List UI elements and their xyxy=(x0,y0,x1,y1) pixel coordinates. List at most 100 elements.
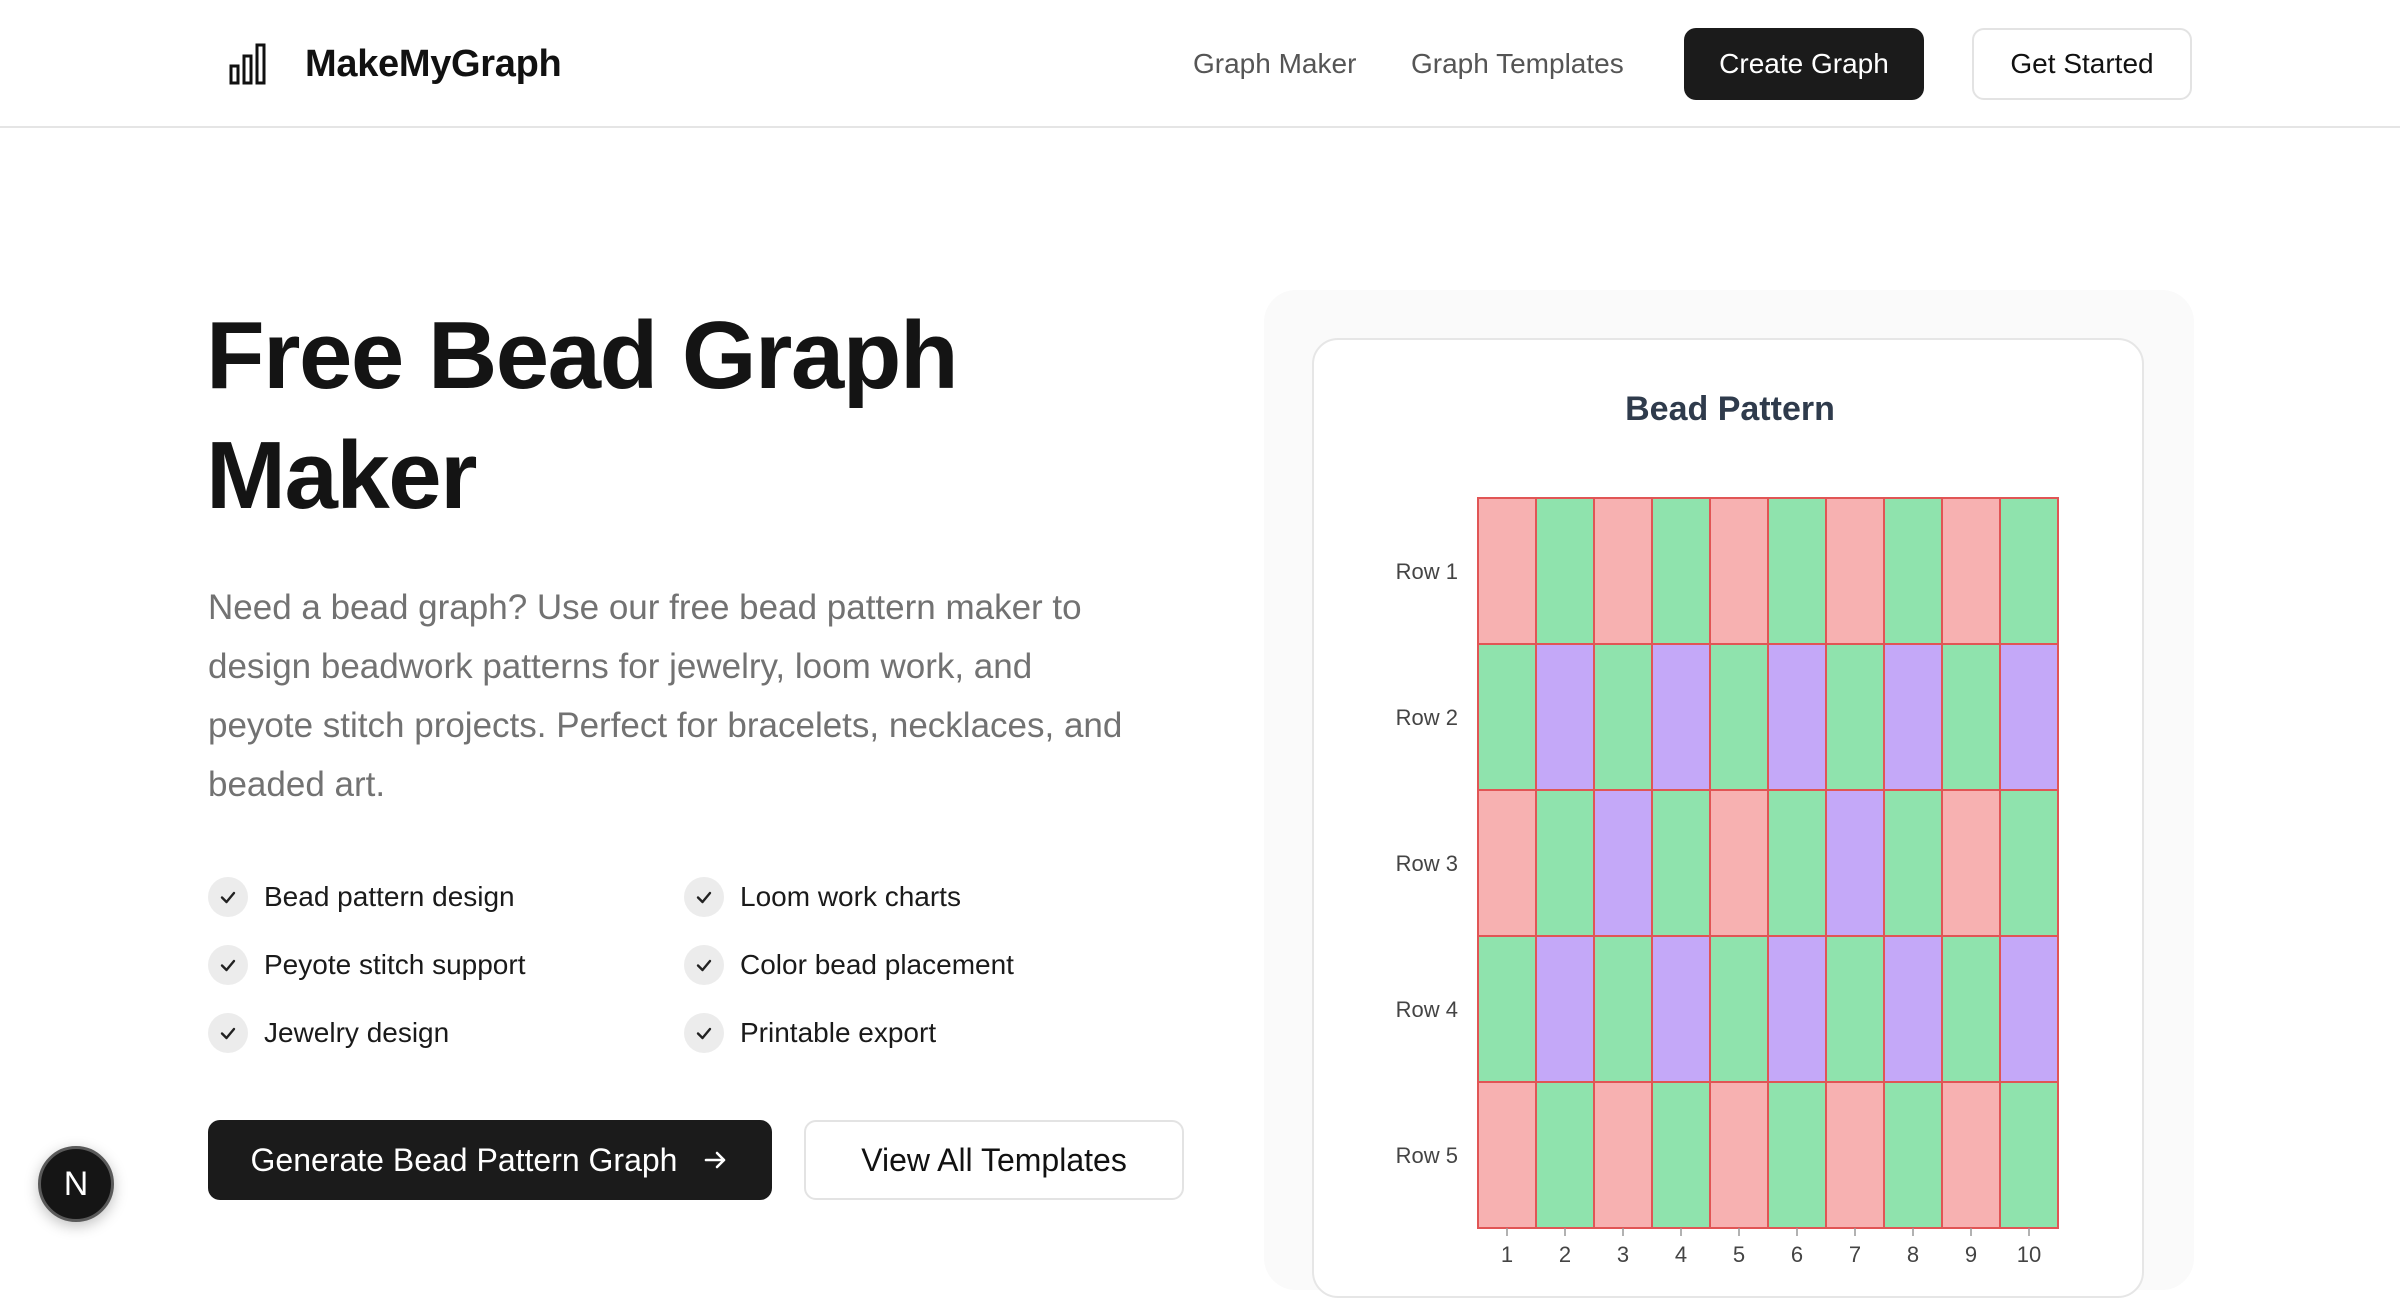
row-label: Row 1 xyxy=(1396,559,1458,584)
bead-cell xyxy=(1535,497,1595,645)
bead-cell xyxy=(1941,643,2001,791)
bead-cell xyxy=(1651,935,1711,1083)
bead-cell xyxy=(1767,935,1827,1083)
column-label: 10 xyxy=(2017,1242,2041,1267)
feature-label: Jewelry design xyxy=(264,1017,450,1048)
bead-cell xyxy=(1767,789,1827,937)
bead-cell xyxy=(1883,789,1943,937)
bead-cell xyxy=(1477,789,1537,937)
bead-cell xyxy=(1709,935,1769,1083)
feature-item: Color bead placement xyxy=(684,945,1014,985)
bead-cell xyxy=(1535,1081,1595,1229)
bead-cell xyxy=(1651,497,1711,645)
bead-cell xyxy=(1477,1081,1537,1229)
bead-cell xyxy=(1825,643,1885,791)
row-label: Row 3 xyxy=(1396,851,1458,876)
bead-cell xyxy=(1767,497,1827,645)
feature-label: Bead pattern design xyxy=(264,881,515,912)
bead-cell xyxy=(1651,789,1711,937)
row-label: Row 4 xyxy=(1396,997,1458,1022)
bead-cell xyxy=(1767,643,1827,791)
fab-label: N xyxy=(63,1164,89,1203)
nav-graph-maker[interactable]: Graph Maker xyxy=(1193,48,1357,79)
feature-item: Jewelry design xyxy=(208,1013,449,1053)
bead-cell xyxy=(1941,1081,2001,1229)
check-icon xyxy=(684,1013,724,1053)
feature-item: Printable export xyxy=(684,1013,936,1053)
check-icon xyxy=(208,1013,248,1053)
feature-item: Peyote stitch support xyxy=(208,945,525,985)
bar-chart-logo-icon[interactable] xyxy=(228,42,268,86)
column-label: 7 xyxy=(1849,1242,1861,1267)
column-label: 8 xyxy=(1907,1242,1919,1267)
bead-cell xyxy=(1941,935,2001,1083)
feature-label: Printable export xyxy=(740,1017,937,1048)
check-icon xyxy=(208,877,248,917)
chart-title: Bead Pattern xyxy=(1625,390,1835,428)
generate-button-label: Generate Bead Pattern Graph xyxy=(250,1141,678,1178)
nav-graph-templates[interactable]: Graph Templates xyxy=(1411,48,1624,79)
view-all-templates-button[interactable]: View All Templates xyxy=(804,1120,1184,1200)
floating-dev-button[interactable]: N xyxy=(38,1146,114,1222)
bead-cell xyxy=(1883,497,1943,645)
bead-cell xyxy=(1999,643,2059,791)
bead-cell xyxy=(1709,643,1769,791)
bead-cell xyxy=(1825,1081,1885,1229)
column-label: 2 xyxy=(1559,1242,1571,1267)
bead-cell xyxy=(1535,643,1595,791)
bead-cell xyxy=(1883,1081,1943,1229)
bead-cell xyxy=(1999,497,2059,645)
chart-card: Bead Pattern Row 1 Row 2 Row 3 Row 4 Row 5 1… xyxy=(1312,338,2144,1298)
top-navbar: MakeMyGraph Graph Maker Graph Templates … xyxy=(0,0,2400,128)
column-label: 6 xyxy=(1791,1242,1803,1267)
hero-title-line-2: Maker xyxy=(206,422,478,529)
bead-cell xyxy=(1825,497,1885,645)
bead-cell xyxy=(1593,789,1653,937)
get-started-button[interactable]: Get Started xyxy=(1972,28,2192,100)
column-label: 1 xyxy=(1501,1242,1513,1267)
bead-cell xyxy=(1477,935,1537,1083)
create-graph-button[interactable]: Create Graph xyxy=(1684,28,1924,100)
bead-cell xyxy=(1593,643,1653,791)
bead-cell xyxy=(1477,497,1537,645)
feature-label: Color bead placement xyxy=(740,949,1014,980)
column-label: 3 xyxy=(1617,1242,1629,1267)
row-label: Row 5 xyxy=(1396,1143,1458,1168)
bead-cell xyxy=(1593,1081,1653,1229)
bead-cell xyxy=(1709,789,1769,937)
bead-cell xyxy=(1535,935,1595,1083)
bead-cell xyxy=(1709,1081,1769,1229)
column-label: 4 xyxy=(1675,1242,1687,1267)
bead-pattern-chart: Bead Pattern Row 1 Row 2 Row 3 Row 4 Row 5 1… xyxy=(1396,390,2059,1267)
bead-cell xyxy=(1593,497,1653,645)
bead-cell xyxy=(1941,497,2001,645)
check-icon xyxy=(684,877,724,917)
bead-cell xyxy=(1883,935,1943,1083)
column-label: 5 xyxy=(1733,1242,1745,1267)
row-label: Row 2 xyxy=(1396,705,1458,730)
bead-cell xyxy=(1651,1081,1711,1229)
bead-cell xyxy=(1651,643,1711,791)
bead-cell xyxy=(1593,935,1653,1083)
bead-cell xyxy=(1941,789,2001,937)
feature-item: Bead pattern design xyxy=(208,877,515,917)
feature-label: Loom work charts xyxy=(740,881,961,912)
bead-cell xyxy=(1883,643,1943,791)
feature-label: Peyote stitch support xyxy=(264,949,526,980)
column-label: 9 xyxy=(1965,1242,1977,1267)
check-icon xyxy=(684,945,724,985)
feature-item: Loom work charts xyxy=(684,877,961,917)
bead-cell xyxy=(1825,789,1885,937)
brand-name[interactable]: MakeMyGraph xyxy=(305,43,562,85)
bead-cell xyxy=(1477,643,1537,791)
hero-title: Free Bead Graph Maker xyxy=(206,296,1206,536)
arrow-right-icon xyxy=(705,1151,726,1169)
bead-cell xyxy=(1999,789,2059,937)
bead-cell xyxy=(1825,935,1885,1083)
hero-title-line-1: Free Bead Graph xyxy=(206,302,959,409)
hero-description: Need a bead graph? Use our free bead pat… xyxy=(208,588,1123,804)
generate-bead-pattern-button[interactable]: Generate Bead Pattern Graph xyxy=(208,1120,772,1200)
bead-cell xyxy=(1709,497,1769,645)
check-icon xyxy=(208,945,248,985)
bead-cell xyxy=(1535,789,1595,937)
